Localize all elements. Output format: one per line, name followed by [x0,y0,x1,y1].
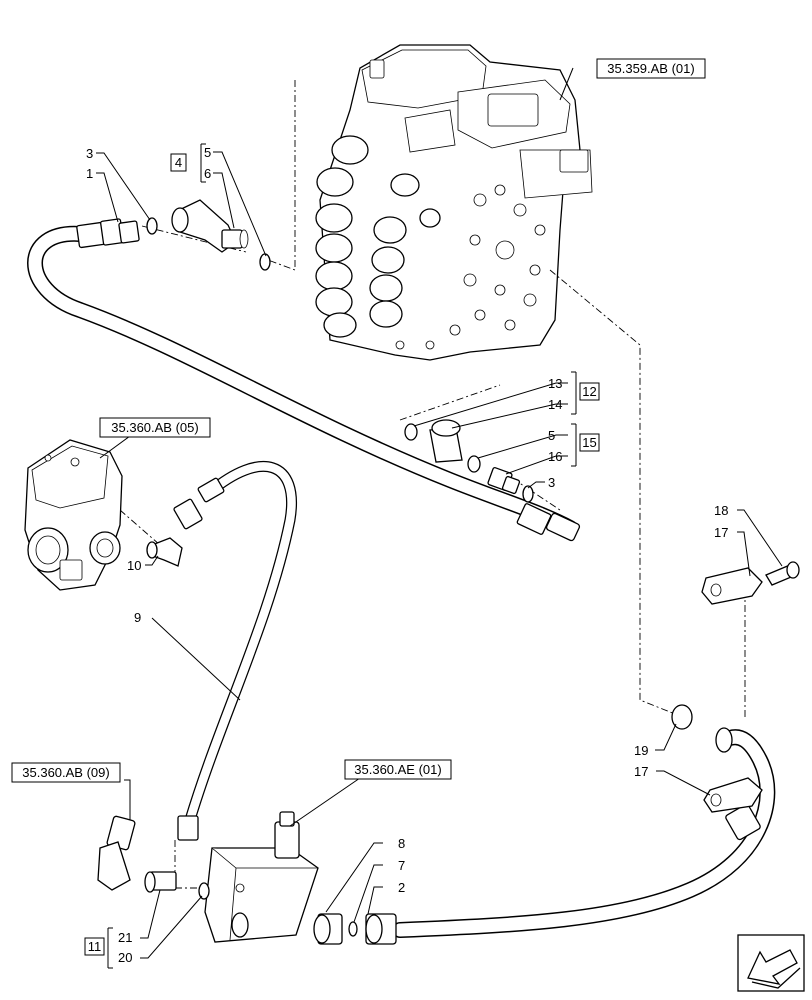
callout-17-lower: 17 [634,764,648,779]
pump-lower-fittings [97,815,210,900]
oring-3-upper [146,217,158,235]
callout-6: 6 [204,166,211,181]
valve-ports [395,184,546,350]
ref-label-pump-top: 35.360.AB (05) [111,420,198,435]
callout-18: 18 [714,503,728,518]
callout-5-lower: 5 [548,428,555,443]
ref-box-pump-bottom[interactable]: 35.360.AB (09) [11,762,121,783]
bolt-18 [765,561,800,586]
ref-box-pump-top[interactable]: 35.360.AB (05) [99,417,211,438]
ref-label-pump-bottom: 35.360.AB (09) [22,765,109,780]
callout-8: 8 [398,836,405,851]
hose-lower [313,727,776,945]
callout-20: 20 [118,950,132,965]
callout-7: 7 [398,858,405,873]
pump-assembly [24,439,123,591]
elbow-fitting-10 [146,537,183,567]
group-label-4: 4 [175,155,182,170]
next-page-arrow-icon[interactable] [737,934,805,992]
callout-14: 14 [548,397,562,412]
callout-numbers: 3 1 5 6 13 14 5 16 3 10 9 18 17 19 17 8 … [86,145,728,965]
control-valve-block [315,44,593,361]
callout-16: 16 [548,449,562,464]
callout-19: 19 [634,743,648,758]
callout-3-upper: 3 [86,146,93,161]
callout-17-upper: 17 [714,525,728,540]
hose-upper [27,218,581,542]
oring-19 [671,704,693,730]
callout-3-lower: 3 [548,475,555,490]
ref-label-valve-small: 35.360.AE (01) [354,762,441,777]
hose-9 [173,461,297,841]
group-box-15[interactable]: 15 [579,433,600,452]
callout-5-upper: 5 [204,145,211,160]
group-label-11: 11 [88,939,102,954]
group-box-12[interactable]: 12 [579,382,600,401]
group-label-15: 15 [582,435,596,450]
fitting-kit-parts [404,419,534,503]
spool-caps [315,135,441,338]
group-box-4[interactable]: 4 [170,153,187,172]
callout-13: 13 [548,376,562,391]
elbow-fitting-6 [171,199,249,253]
flange-clamp-17-upper [701,567,763,605]
callout-9: 9 [134,610,141,625]
callout-2: 2 [398,880,405,895]
group-label-12: 12 [582,384,596,399]
callout-10: 10 [127,558,141,573]
ref-box-valve-small[interactable]: 35.360.AE (01) [344,759,452,780]
ref-box-valve-block[interactable]: 35.359.AB (01) [596,58,706,79]
group-box-11[interactable]: 11 [84,937,105,956]
flange-clamp-17-lower [703,777,763,813]
callout-1: 1 [86,166,93,181]
leader-lines [96,67,783,969]
pressure-valve [204,811,319,943]
oring-5-upper [259,253,271,271]
ref-label-valve-block: 35.359.AB (01) [607,61,694,76]
callout-21: 21 [118,930,132,945]
